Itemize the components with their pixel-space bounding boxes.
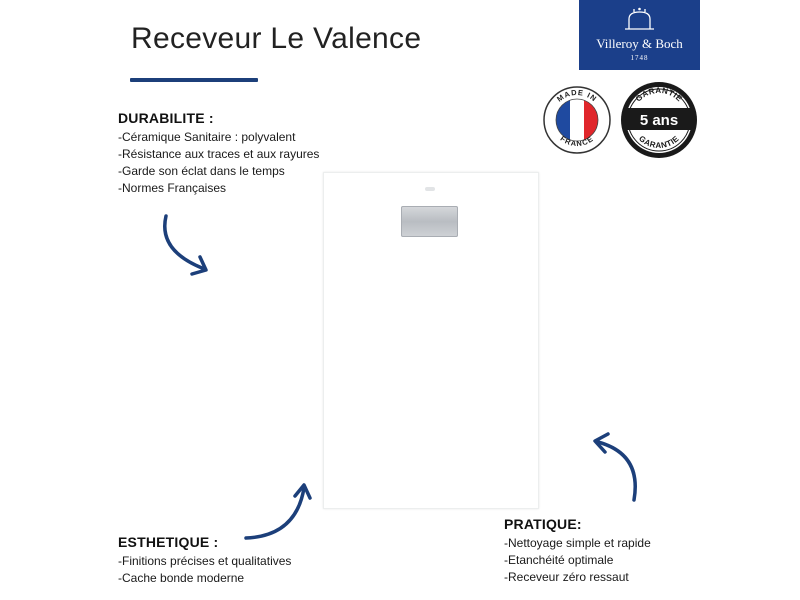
- flag-white-stripe: [570, 99, 584, 141]
- feature-item: -Cache bonde moderne: [118, 571, 245, 585]
- feature-item: -Céramique Sanitaire : polyvalent: [118, 130, 296, 144]
- feature-durabilite: DURABILITE : -Céramique Sanitaire : poly…: [118, 110, 319, 197]
- curved-arrow-icon: [244, 483, 312, 540]
- flag-red-stripe: [584, 99, 598, 141]
- garantie-badge: GARANTIE GARANTIE 5 ans: [621, 82, 697, 158]
- curved-arrow-icon: [163, 214, 208, 276]
- feature-list-esthetique: -Finitions précises et qualitatives -Cac…: [118, 553, 291, 587]
- feature-item: -Résistance aux traces et aux rayures: [118, 147, 320, 161]
- drain-cover: [401, 206, 458, 237]
- feature-list-pratique: -Nettoyage simple et rapide -Etanchéité …: [504, 535, 651, 586]
- villeroy-boch-logo: Villeroy & Boch 1748: [579, 0, 700, 70]
- title-underline: [130, 78, 258, 82]
- feature-pratique: PRATIQUE: -Nettoyage simple et rapide -E…: [504, 516, 651, 586]
- feature-esthetique: ESTHETIQUE : -Finitions précises et qual…: [118, 534, 291, 587]
- france-text: FRANCE: [559, 134, 595, 148]
- shower-tray-image: [323, 172, 539, 509]
- feature-heading-pratique: PRATIQUE:: [504, 516, 582, 532]
- feature-heading-esthetique: ESTHETIQUE :: [118, 534, 219, 550]
- feature-item: -Nettoyage simple et rapide: [504, 536, 651, 550]
- brand-name: Villeroy & Boch: [596, 36, 683, 51]
- flag-blue-stripe: [556, 99, 570, 141]
- feature-item: -Finitions précises et qualitatives: [118, 554, 292, 568]
- feature-item: -Normes Françaises: [118, 181, 227, 195]
- made-in-france-badge: MADE IN FRANCE: [543, 86, 611, 154]
- tray-logo-mark: [425, 187, 435, 191]
- svg-text:FRANCE: FRANCE: [559, 134, 596, 148]
- curved-arrow-icon: [593, 432, 637, 502]
- faucet-icon: [625, 7, 654, 30]
- page-title: Receveur Le Valence: [131, 22, 422, 55]
- feature-item: -Garde son éclat dans le temps: [118, 164, 285, 178]
- garantie-years: 5 ans: [640, 112, 678, 129]
- feature-item: -Receveur zéro ressaut: [504, 570, 629, 584]
- brand-year: 1748: [630, 54, 649, 62]
- feature-list-durabilite: -Céramique Sanitaire : polyvalent -Résis…: [118, 129, 319, 197]
- feature-item: -Etanchéité optimale: [504, 553, 614, 567]
- feature-heading-durabilite: DURABILITE :: [118, 110, 214, 126]
